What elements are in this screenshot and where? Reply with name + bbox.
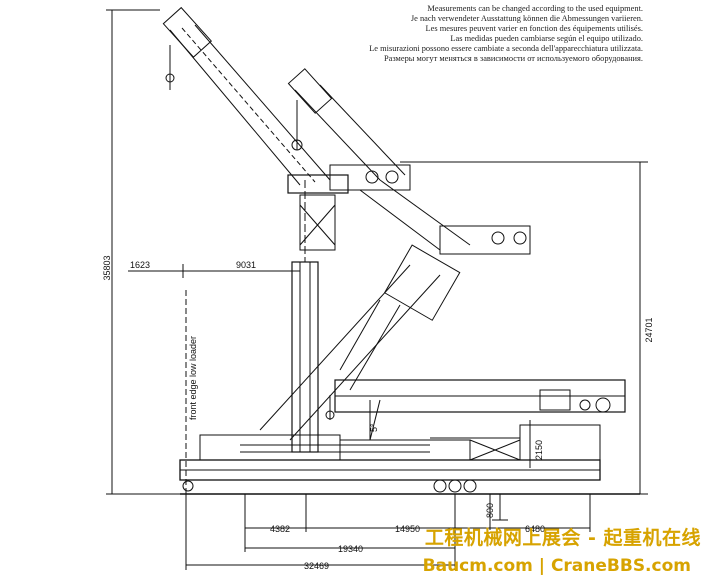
low-loader xyxy=(179,424,601,481)
luffing-jib-upper xyxy=(162,6,331,186)
dim-6480-label: 6480 xyxy=(525,524,545,534)
offset-main-label: 9031 xyxy=(236,260,256,270)
ground-label: 800 xyxy=(485,503,495,518)
note-ru: Размеры могут меняться в зависимости от … xyxy=(383,54,643,64)
height-total-label: 35803 xyxy=(102,255,112,280)
note-es: Las medidas pueden cambiarse según el eq… xyxy=(450,34,643,44)
boom-folding xyxy=(259,244,461,441)
dim-19340-label: 19340 xyxy=(338,544,363,554)
offset-left-label: 1623 xyxy=(130,260,150,270)
watermark-line-2: Baucm.com | CraneBBS.com xyxy=(422,556,691,576)
note-de: Je nach verwendeter Ausstattung können d… xyxy=(410,14,643,24)
note-en: Measurements can be changed according to… xyxy=(427,4,643,13)
watermark-line-1: 工程机械网上展会 - 起重机在线 xyxy=(424,527,701,549)
dim-14950-label: 14950 xyxy=(395,524,420,534)
angle-indicator xyxy=(369,399,381,441)
transport-jib xyxy=(325,379,626,420)
height-right-label: 24701 xyxy=(644,317,654,342)
note-fr: Les mesures peuvent varier en fonction d… xyxy=(425,24,643,34)
note-it: Le misurazioni possono essere cambiate a… xyxy=(369,44,643,54)
luffing-jib-second xyxy=(287,68,406,181)
wheels xyxy=(182,479,477,493)
front-edge-label: front edge low loader xyxy=(188,336,198,420)
jib-head xyxy=(287,164,411,251)
height-small-label: 2150 xyxy=(534,440,544,460)
dim-4382-label: 4382 xyxy=(270,524,290,534)
dim-32469-label: 32469 xyxy=(304,561,329,571)
boom-diagonal xyxy=(359,179,531,255)
measurement-notes: Measurements can be changed according to… xyxy=(313,4,643,65)
angle-label: 5° xyxy=(369,423,379,432)
